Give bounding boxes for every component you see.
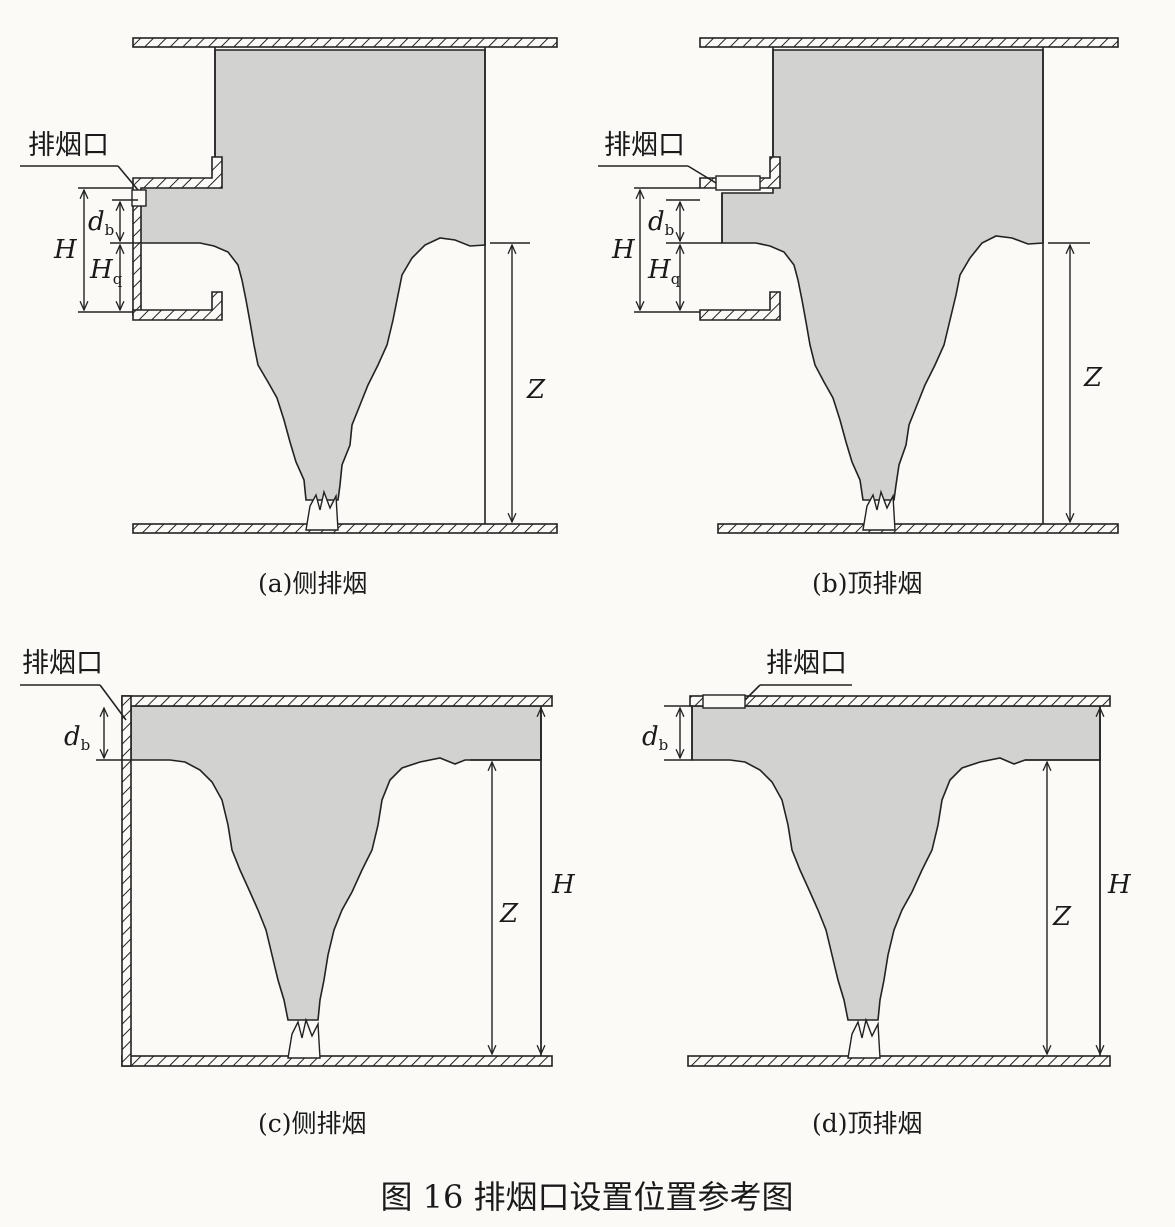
caption-c: (c)侧排烟 xyxy=(258,1109,367,1138)
floor-b xyxy=(717,523,1119,534)
duct-lower-a xyxy=(132,291,223,321)
label-H-c: H xyxy=(551,870,576,900)
label-Z-a: Z xyxy=(526,375,546,405)
smoke-outlet-d xyxy=(702,694,746,709)
duct-lower-b xyxy=(699,291,781,321)
flame-a xyxy=(305,489,339,531)
floor-d xyxy=(687,1055,1111,1067)
label-db-c: db xyxy=(64,722,90,754)
smoke-outlet-a xyxy=(131,189,147,207)
flame-c xyxy=(287,1017,321,1059)
smoke-outlet-b xyxy=(715,175,761,191)
label-Z-b: Z xyxy=(1083,363,1103,393)
figure-title: 图 16 排烟口设置位置参考图 xyxy=(380,1178,793,1216)
flame-b xyxy=(862,489,896,531)
label-db-b: db xyxy=(648,207,674,239)
outlet-label-b: 排烟口 xyxy=(604,130,685,161)
side-wall-c xyxy=(121,695,132,1067)
outlet-label-d: 排烟口 xyxy=(766,648,847,679)
smoke-plume-a xyxy=(139,49,486,501)
panel-b: 排烟口 db H Hq Z (b)顶排烟 xyxy=(598,37,1119,598)
panel-a: 排烟口 db H Hq Z (a)侧排烟 xyxy=(20,37,558,598)
floor-a xyxy=(132,523,558,534)
panel-d: 排烟口 db Z H (d)顶排烟 xyxy=(642,648,1132,1138)
smoke-plume-b xyxy=(721,49,1044,501)
ceiling-a xyxy=(132,37,558,48)
label-Hq-a: Hq xyxy=(89,255,123,288)
outlet-label-a: 排烟口 xyxy=(28,130,109,161)
label-db-d: db xyxy=(642,722,668,754)
floor-c xyxy=(121,1055,553,1067)
label-Hq-b: Hq xyxy=(647,255,681,288)
smoke-plume-d xyxy=(691,705,1101,1021)
label-db-a: db xyxy=(88,207,114,239)
caption-a: (a)侧排烟 xyxy=(258,569,367,598)
label-H-b: H xyxy=(611,235,636,265)
panel-c: 排烟口 db Z H (c)侧排烟 xyxy=(20,648,576,1138)
ceiling-c xyxy=(121,695,553,707)
label-H-a: H xyxy=(53,235,78,265)
label-Z-d: Z xyxy=(1052,902,1072,932)
smoke-plume-c xyxy=(130,705,542,1021)
flame-d xyxy=(847,1017,881,1059)
ceiling-b xyxy=(699,37,1119,48)
caption-b: (b)顶排烟 xyxy=(812,569,923,598)
label-H-d: H xyxy=(1107,870,1132,900)
ceiling-d xyxy=(689,695,1111,707)
outlet-label-c: 排烟口 xyxy=(22,648,103,679)
label-Z-c: Z xyxy=(499,899,519,929)
caption-d: (d)顶排烟 xyxy=(812,1109,923,1138)
